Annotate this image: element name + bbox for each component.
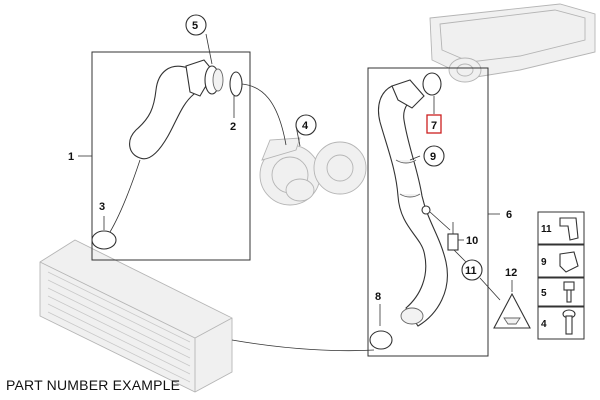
bolt-icon xyxy=(562,309,576,335)
bracket-clip-icon xyxy=(559,217,579,241)
seal-ring-3 xyxy=(91,230,117,250)
callout-7-highlight xyxy=(426,114,442,134)
legend-box-11 xyxy=(537,211,585,245)
sensor-10 xyxy=(421,205,459,251)
legend-box-4 xyxy=(537,306,585,340)
seal-ring-8 xyxy=(369,330,393,350)
turbocharger-ghost xyxy=(259,137,367,206)
charge-pipe-left xyxy=(129,59,224,160)
callout-4-badge xyxy=(295,114,317,136)
callout-12[interactable]: 12 xyxy=(505,267,517,279)
spring-clip-icon xyxy=(559,251,579,273)
callout-11[interactable]: 11 xyxy=(465,265,477,277)
callout-7[interactable]: 7 xyxy=(431,120,437,132)
charge-pipe-right xyxy=(377,79,448,327)
legend-num-5: 5 xyxy=(541,288,547,299)
legend-num-9: 9 xyxy=(541,257,547,268)
callout-9-badge xyxy=(423,145,445,167)
callout-11-badge xyxy=(461,259,483,281)
legend-box-5 xyxy=(537,277,585,307)
callout-6[interactable]: 6 xyxy=(506,209,512,221)
callout-8[interactable]: 8 xyxy=(375,291,381,303)
callout-3[interactable]: 3 xyxy=(99,201,105,213)
seal-ring-2 xyxy=(229,71,243,97)
callout-5-badge xyxy=(185,14,207,36)
screw-icon xyxy=(563,281,575,303)
callout-4[interactable]: 4 xyxy=(302,120,309,132)
callout-9[interactable]: 9 xyxy=(430,151,436,163)
intercooler-ghost xyxy=(39,239,233,393)
legend-box-9 xyxy=(537,244,585,278)
callout-5[interactable]: 5 xyxy=(192,20,198,32)
caption-text: PART NUMBER EXAMPLE xyxy=(6,377,181,393)
assembly-6-frame xyxy=(367,67,489,357)
callout-2[interactable]: 2 xyxy=(230,121,236,133)
warning-label-triangle-icon xyxy=(493,292,531,329)
legend-num-4: 4 xyxy=(541,319,547,330)
legend-num-11: 11 xyxy=(541,224,552,235)
engine-intake-manifold-ghost xyxy=(429,3,596,83)
callout-1[interactable]: 1 xyxy=(68,151,74,163)
callout-10[interactable]: 10 xyxy=(466,235,478,247)
hardware-legend: 11 9 5 4 xyxy=(537,211,585,340)
seal-ring-7 xyxy=(422,72,442,96)
